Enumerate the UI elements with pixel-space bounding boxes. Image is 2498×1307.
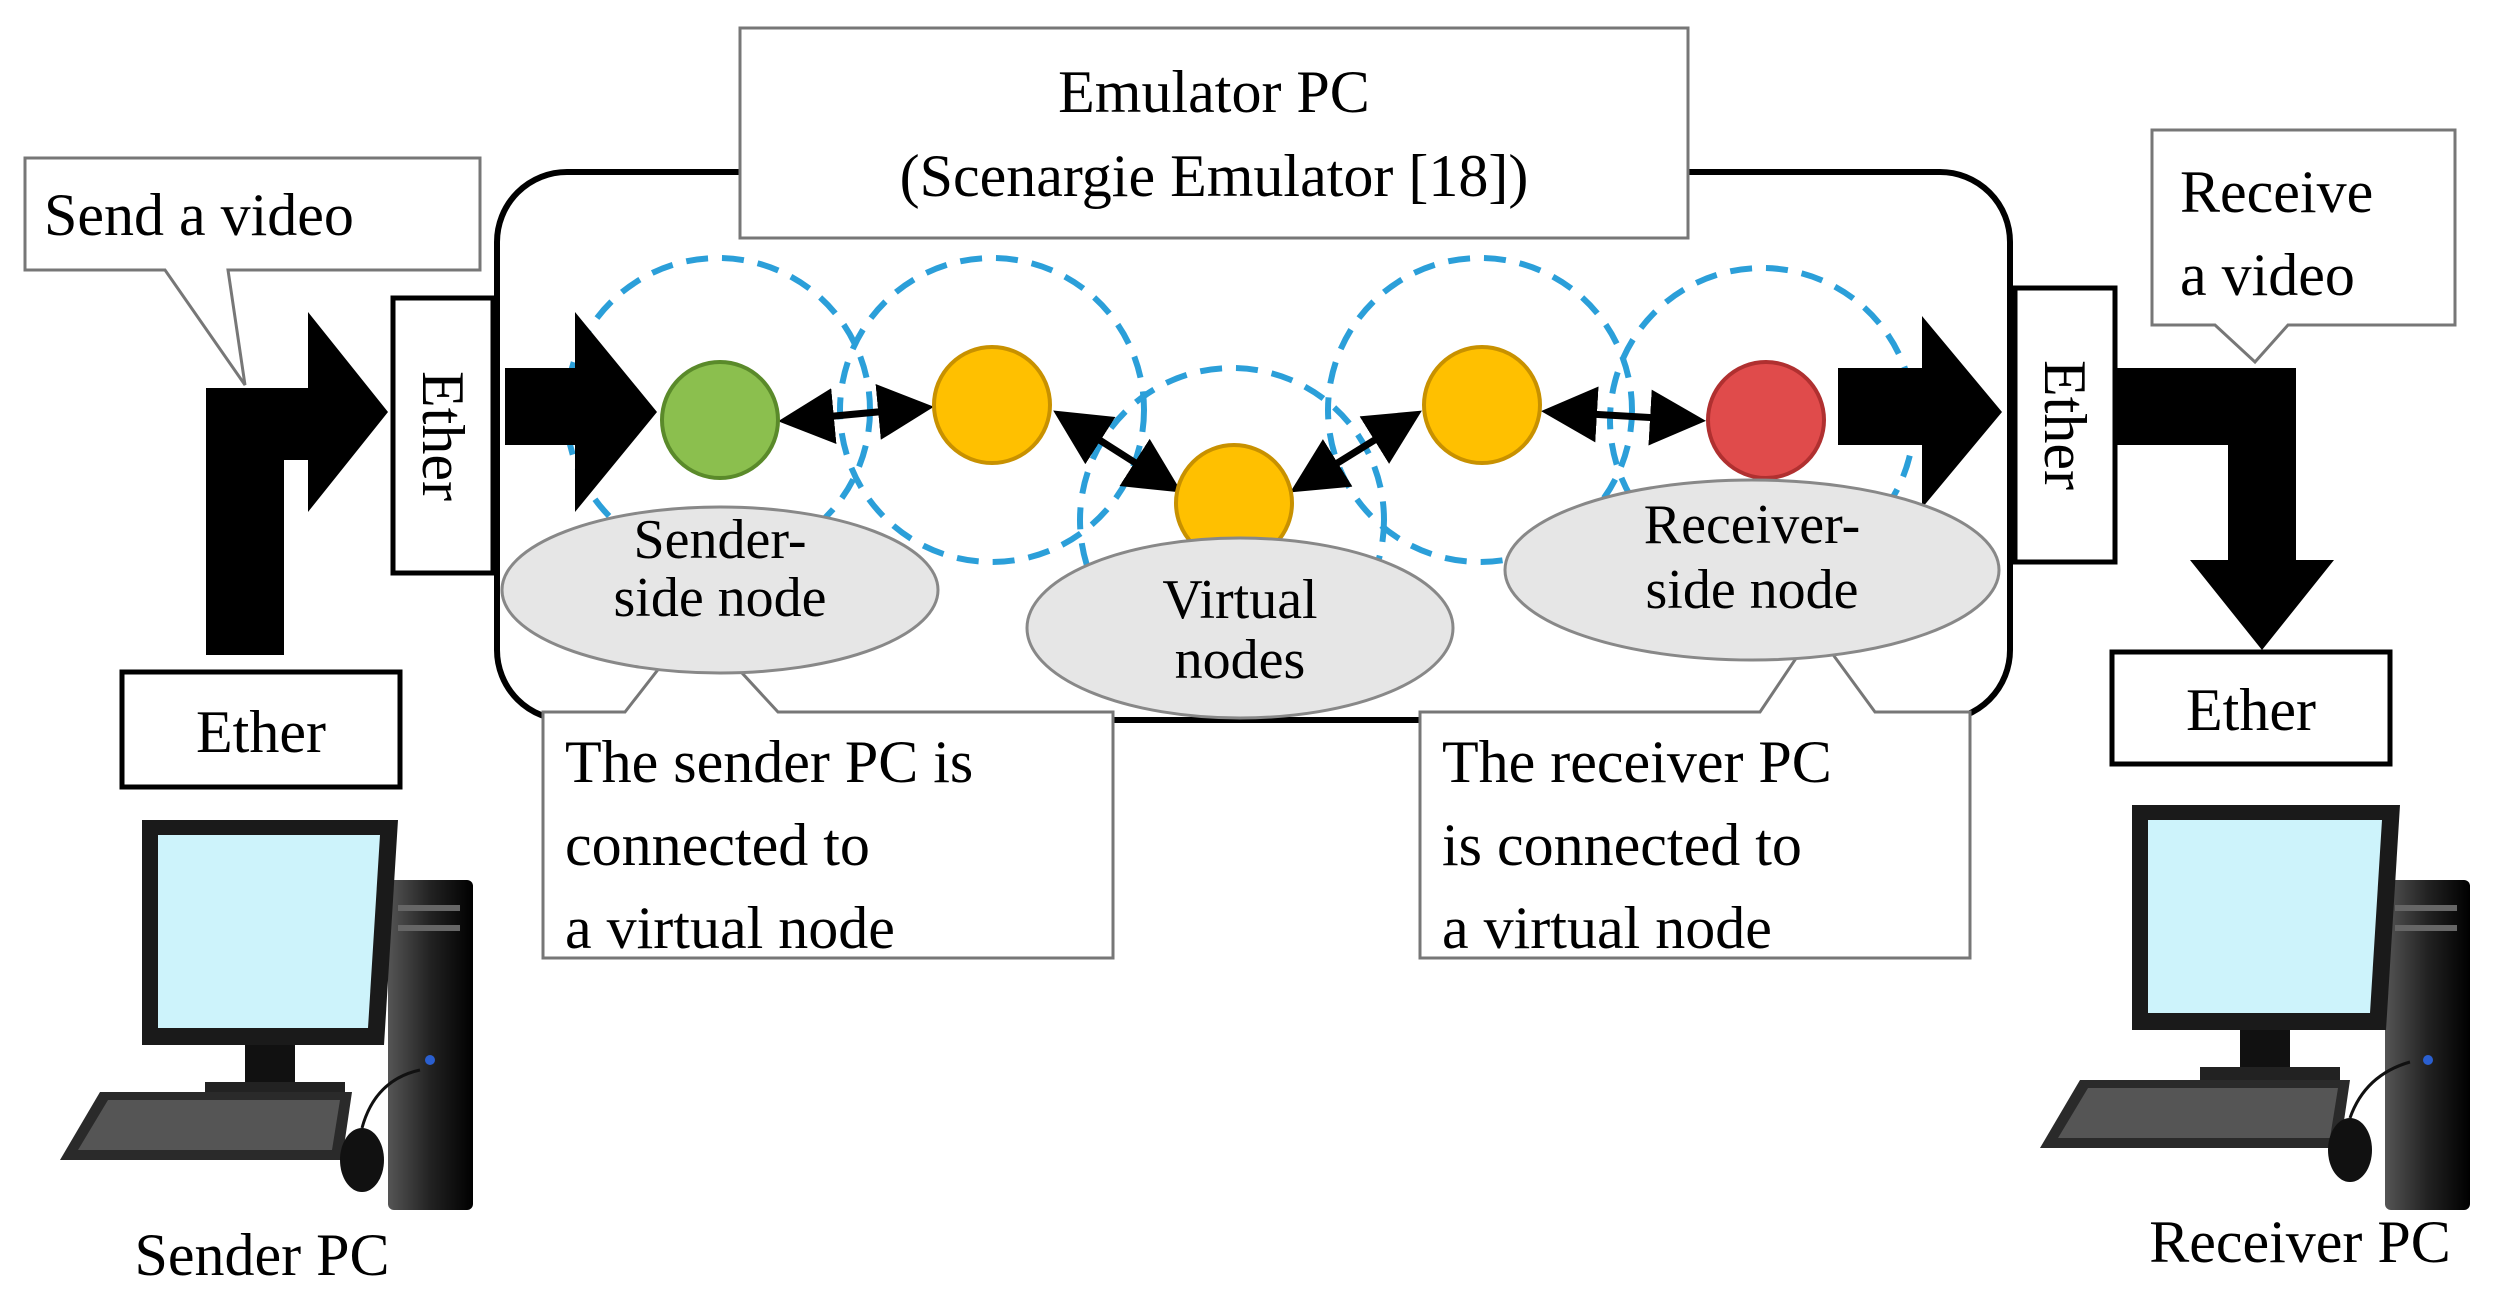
receiver-connected-callout: The receiver PC is connected to a virtua… (1418, 627, 1972, 961)
emulator-title-line1: Emulator PC (1058, 59, 1370, 125)
sender-connected-line2: connected to (565, 812, 870, 878)
node-label-sender-line2: side node (613, 567, 826, 629)
send-video-text: Send a video (44, 182, 354, 248)
sender-connected-line1: The sender PC is (565, 729, 973, 795)
ether-box-receiver-bottom (2109, 649, 2393, 767)
ether-to-sender-node-arrow (505, 312, 657, 512)
sender-connected-line3: a virtual node (565, 895, 895, 961)
receiver-pc-icon (2040, 805, 2470, 1210)
receiver-pc-mouse (2328, 1118, 2372, 1182)
sender-pc-icon (60, 820, 473, 1210)
receive-video-line2: a video (2180, 242, 2355, 308)
ether-box-sender-bottom (119, 669, 403, 790)
sender-pc-tower (388, 880, 473, 1210)
receiver-pc-screen (2148, 820, 2382, 1013)
sender-up-right-arrow (206, 312, 388, 655)
receiver-connected-line2: is connected to (1442, 812, 1802, 878)
link-virtual1-virtual2 (1053, 410, 1182, 493)
ether-label-receiver-side: Ether (2032, 360, 2098, 490)
receiver-right-down-arrow (2110, 368, 2334, 650)
node-links (778, 384, 1706, 493)
link-virtual2-virtual3 (1290, 410, 1422, 493)
link-sender-virtual1 (778, 384, 934, 444)
ether-label-receiver-bottom: Ether (2186, 677, 2316, 743)
sender-side-node (660, 360, 780, 480)
node-label-virtual-line2: nodes (1175, 629, 1306, 691)
link-virtual3-receiver (1541, 386, 1706, 446)
ether-box-sender-side (390, 295, 496, 576)
receive-video-callout: Receive a video (2150, 128, 2457, 365)
ether-label-sender-side: Ether (410, 371, 476, 501)
ether-box-receiver-side (2012, 285, 2118, 565)
emulator-title-box (738, 26, 1690, 240)
sender-pc-mouse (340, 1128, 384, 1192)
emulator-title-line2: (Scenargie Emulator [18]) (900, 143, 1529, 209)
receiver-pc-tower (2385, 880, 2470, 1210)
node-label-virtual: Virtual nodes (1025, 536, 1455, 720)
node-label-receiver-line2: side node (1645, 559, 1858, 621)
sender-pc-screen (158, 835, 380, 1028)
receiver-pc-label: Receiver PC (2149, 1209, 2451, 1275)
range-circle-virtual-2 (1077, 365, 1387, 675)
node-label-receiver: Receiver- side node (1503, 478, 2001, 662)
sender-connected-callout: The sender PC is connected to a virtual … (541, 619, 1115, 961)
receiver-connected-line3: a virtual node (1442, 895, 1772, 961)
node-label-sender-line1: Sender- (633, 509, 806, 571)
sender-pc-label: Sender PC (135, 1222, 390, 1288)
node-label-virtual-line1: Virtual (1162, 569, 1317, 631)
flow-arrows (206, 312, 2334, 655)
virtual-node-1 (932, 345, 1052, 465)
receiver-side-node (1706, 360, 1826, 480)
node-label-sender: Sender- side node (500, 505, 940, 675)
send-video-callout: Send a video (23, 156, 482, 386)
receive-video-line1: Receive (2180, 159, 2373, 225)
node-label-receiver-line1: Receiver- (1644, 494, 1861, 556)
receiver-node-to-ether-arrow (1838, 316, 2002, 508)
ether-label-sender-bottom: Ether (196, 699, 326, 765)
receiver-connected-line1: The receiver PC (1442, 729, 1832, 795)
virtual-node-3 (1422, 345, 1542, 465)
